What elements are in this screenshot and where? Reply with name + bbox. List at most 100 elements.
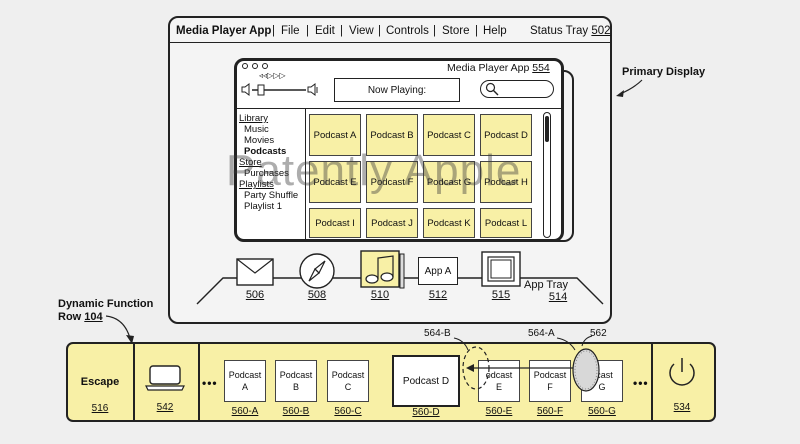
window-close-icon[interactable] xyxy=(242,63,248,69)
power-icon[interactable] xyxy=(664,354,700,390)
compass-icon[interactable] xyxy=(298,252,336,290)
podcast-tile-j[interactable]: Podcast J xyxy=(366,208,418,238)
window-title-text: Media Player App xyxy=(447,62,530,74)
ref-560-d: 560-D xyxy=(412,407,440,418)
app-tray-label: App Tray 514 xyxy=(524,279,568,303)
ref-560-a: 560-A xyxy=(231,406,259,417)
sidebar-item-podcasts[interactable]: Podcasts xyxy=(244,146,287,157)
menu-view[interactable]: View xyxy=(349,25,374,37)
ref-564-b-leader xyxy=(453,337,469,351)
dfr-label-line2: Row xyxy=(58,311,82,323)
tile-letter: A xyxy=(241,382,248,392)
mail-icon[interactable] xyxy=(236,258,274,286)
menu-controls[interactable]: Controls xyxy=(386,25,429,37)
laptop-ref: 542 xyxy=(156,402,174,413)
ref-564-a-leader xyxy=(556,337,576,351)
podcast-tile-b[interactable]: Podcast B xyxy=(366,114,418,156)
tile-word: Podcast xyxy=(228,370,262,380)
podcast-tile-l[interactable]: Podcast L xyxy=(480,208,532,238)
menu-store[interactable]: Store xyxy=(442,25,470,37)
podcast-tile-g[interactable]: Podcast G xyxy=(423,161,475,203)
scrollbar-thumb[interactable] xyxy=(545,116,549,142)
volume-thumb[interactable] xyxy=(257,84,265,96)
status-tray-ref: 502 xyxy=(591,25,611,37)
volume-slider[interactable] xyxy=(240,82,320,98)
tile-word: Podcast xyxy=(279,370,313,380)
transport-controls: ◃◃▷▷▷ xyxy=(259,71,286,80)
menu-separator: | xyxy=(272,25,275,37)
sidebar-header-library[interactable]: Library xyxy=(239,113,269,124)
tile-letter: F xyxy=(547,382,553,392)
ellipsis-right-icon[interactable]: ••• xyxy=(633,376,649,390)
sidebar-item-music[interactable]: Music xyxy=(244,124,269,135)
touchbar-divider xyxy=(133,344,135,420)
window-title-ref: 554 xyxy=(532,62,550,74)
play-icon[interactable]: ▷ xyxy=(267,71,274,80)
forward-icon[interactable]: ▷▷ xyxy=(273,71,286,80)
rewind-icon[interactable]: ◃◃ xyxy=(259,71,268,80)
menu-divider xyxy=(170,42,610,43)
tile-word: Podcast xyxy=(533,370,567,380)
window-minimize-icon[interactable] xyxy=(252,63,258,69)
escape-ref: 516 xyxy=(91,403,109,414)
dfr-ref: 104 xyxy=(84,311,103,323)
menu-bar: Media Player App | File | Edit | View | … xyxy=(176,18,612,44)
sidebar-header-playlists[interactable]: Playlists xyxy=(239,179,274,190)
watermark: Patently Apple xyxy=(226,146,522,195)
ref-562-leader xyxy=(581,335,593,347)
search-field[interactable] xyxy=(480,80,554,98)
dock-label-window-stack: 515 xyxy=(491,289,511,301)
dfr-label: Dynamic Function Row 104 xyxy=(58,298,153,324)
menu-separator: | xyxy=(433,25,436,37)
scrollbar[interactable] xyxy=(543,112,551,238)
ellipsis-left-icon[interactable]: ••• xyxy=(202,376,218,390)
tile-letter: E xyxy=(495,382,502,392)
window-stack-icon[interactable] xyxy=(481,251,521,287)
sidebar-item-party-shuffle[interactable]: Party Shuffle xyxy=(244,190,299,201)
menu-help[interactable]: Help xyxy=(483,25,507,37)
dock-label-music: 510 xyxy=(370,289,390,301)
podcast-tile-d[interactable]: Podcast D xyxy=(480,114,532,156)
menu-app-name[interactable]: Media Player App xyxy=(176,25,272,37)
touchbar-podcast-d-selected[interactable]: Podcast D xyxy=(392,355,460,407)
podcast-tile-a[interactable]: Podcast A xyxy=(309,114,361,156)
search-icon xyxy=(485,82,499,96)
app-a-icon[interactable]: App A xyxy=(418,257,458,285)
dock-label-compass: 508 xyxy=(307,289,327,301)
menu-edit[interactable]: Edit xyxy=(315,25,335,37)
sidebar-item-movies[interactable]: Movies xyxy=(244,135,275,146)
ref-562: 562 xyxy=(590,328,607,339)
touchbar-divider xyxy=(198,344,200,420)
podcast-tile-k[interactable]: Podcast K xyxy=(423,208,475,238)
podcast-tile-i[interactable]: Podcast I xyxy=(309,208,361,238)
podcast-tile-c[interactable]: Podcast C xyxy=(423,114,475,156)
menu-separator: | xyxy=(475,25,478,37)
podcast-tile-f[interactable]: Podcast F xyxy=(366,161,418,203)
window-title: Media Player App 554 xyxy=(447,62,550,74)
tile-word-partial: odcast xyxy=(485,370,513,380)
touch-contact-point xyxy=(572,348,600,392)
touch-contact-texture xyxy=(574,350,598,390)
dfr-label-line1: Dynamic Function xyxy=(58,298,154,310)
podcast-tile-h[interactable]: Podcast H xyxy=(480,161,532,203)
menu-separator: | xyxy=(306,25,309,37)
sidebar-header-store[interactable]: Store xyxy=(239,157,262,168)
podcast-tile-e[interactable]: Podcast E xyxy=(309,161,361,203)
laptop-icon[interactable] xyxy=(144,364,186,392)
tile-letter: C xyxy=(344,382,352,392)
sidebar-item-purchases[interactable]: Purchases xyxy=(244,168,289,179)
window-zoom-icon[interactable] xyxy=(262,63,268,69)
tile-letter: G xyxy=(598,382,606,392)
status-tray-label[interactable]: Status Tray 502 xyxy=(530,25,611,37)
window-divider xyxy=(236,108,562,109)
music-icon[interactable] xyxy=(360,250,406,290)
sidebar-item-playlist-1[interactable]: Playlist 1 xyxy=(244,201,283,212)
escape-key[interactable]: Escape xyxy=(80,376,120,388)
touchbar-divider xyxy=(651,344,653,420)
menu-file[interactable]: File xyxy=(281,25,300,37)
